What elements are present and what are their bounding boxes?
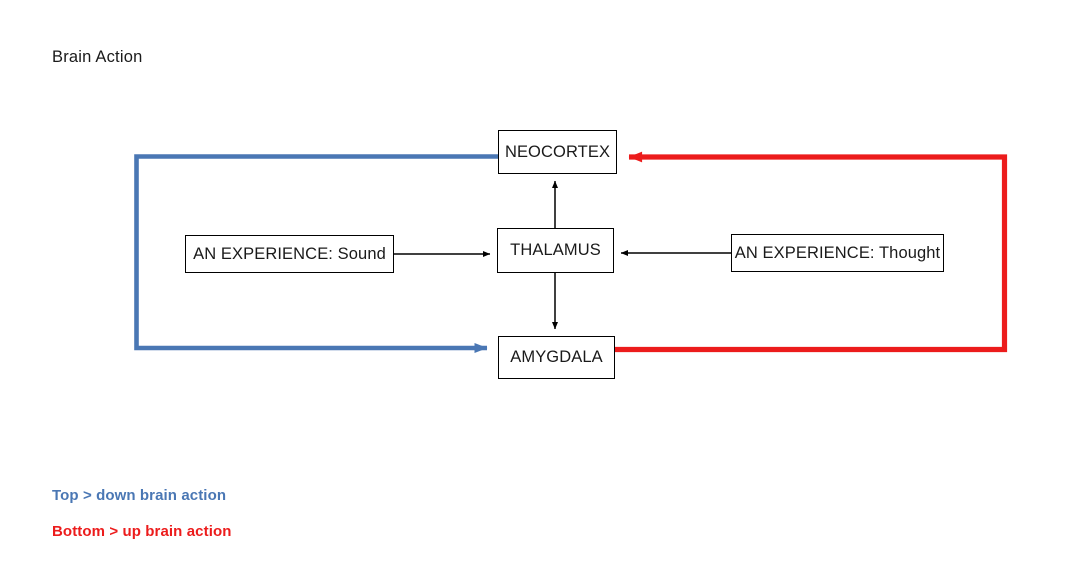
legend-top-down: Top > down brain action xyxy=(52,487,227,504)
node-thalamus-label: THALAMUS xyxy=(510,241,601,259)
node-experience-sound[interactable]: AN EXPERIENCE: Sound xyxy=(185,235,394,273)
node-experience-thought-label: AN EXPERIENCE: Thought xyxy=(734,243,941,262)
connector-amygdala-to-neocortex-red xyxy=(614,151,1008,353)
node-experience-thought[interactable]: AN EXPERIENCE: Thought xyxy=(731,234,944,272)
node-neocortex-label: NEOCORTEX xyxy=(504,142,611,161)
node-experience-sound-label: AN EXPERIENCE: Sound xyxy=(193,244,386,263)
node-amygdala-label: AMYGDALA xyxy=(510,348,603,366)
page-title: Brain Action xyxy=(52,48,143,66)
node-amygdala[interactable]: AMYGDALA xyxy=(498,336,615,379)
node-thalamus[interactable]: THALAMUS xyxy=(497,228,614,273)
legend-bottom-up: Bottom > up brain action xyxy=(52,523,232,540)
node-neocortex[interactable]: NEOCORTEX xyxy=(498,130,617,174)
connector-neocortex-to-amygdala-blue xyxy=(134,154,498,354)
